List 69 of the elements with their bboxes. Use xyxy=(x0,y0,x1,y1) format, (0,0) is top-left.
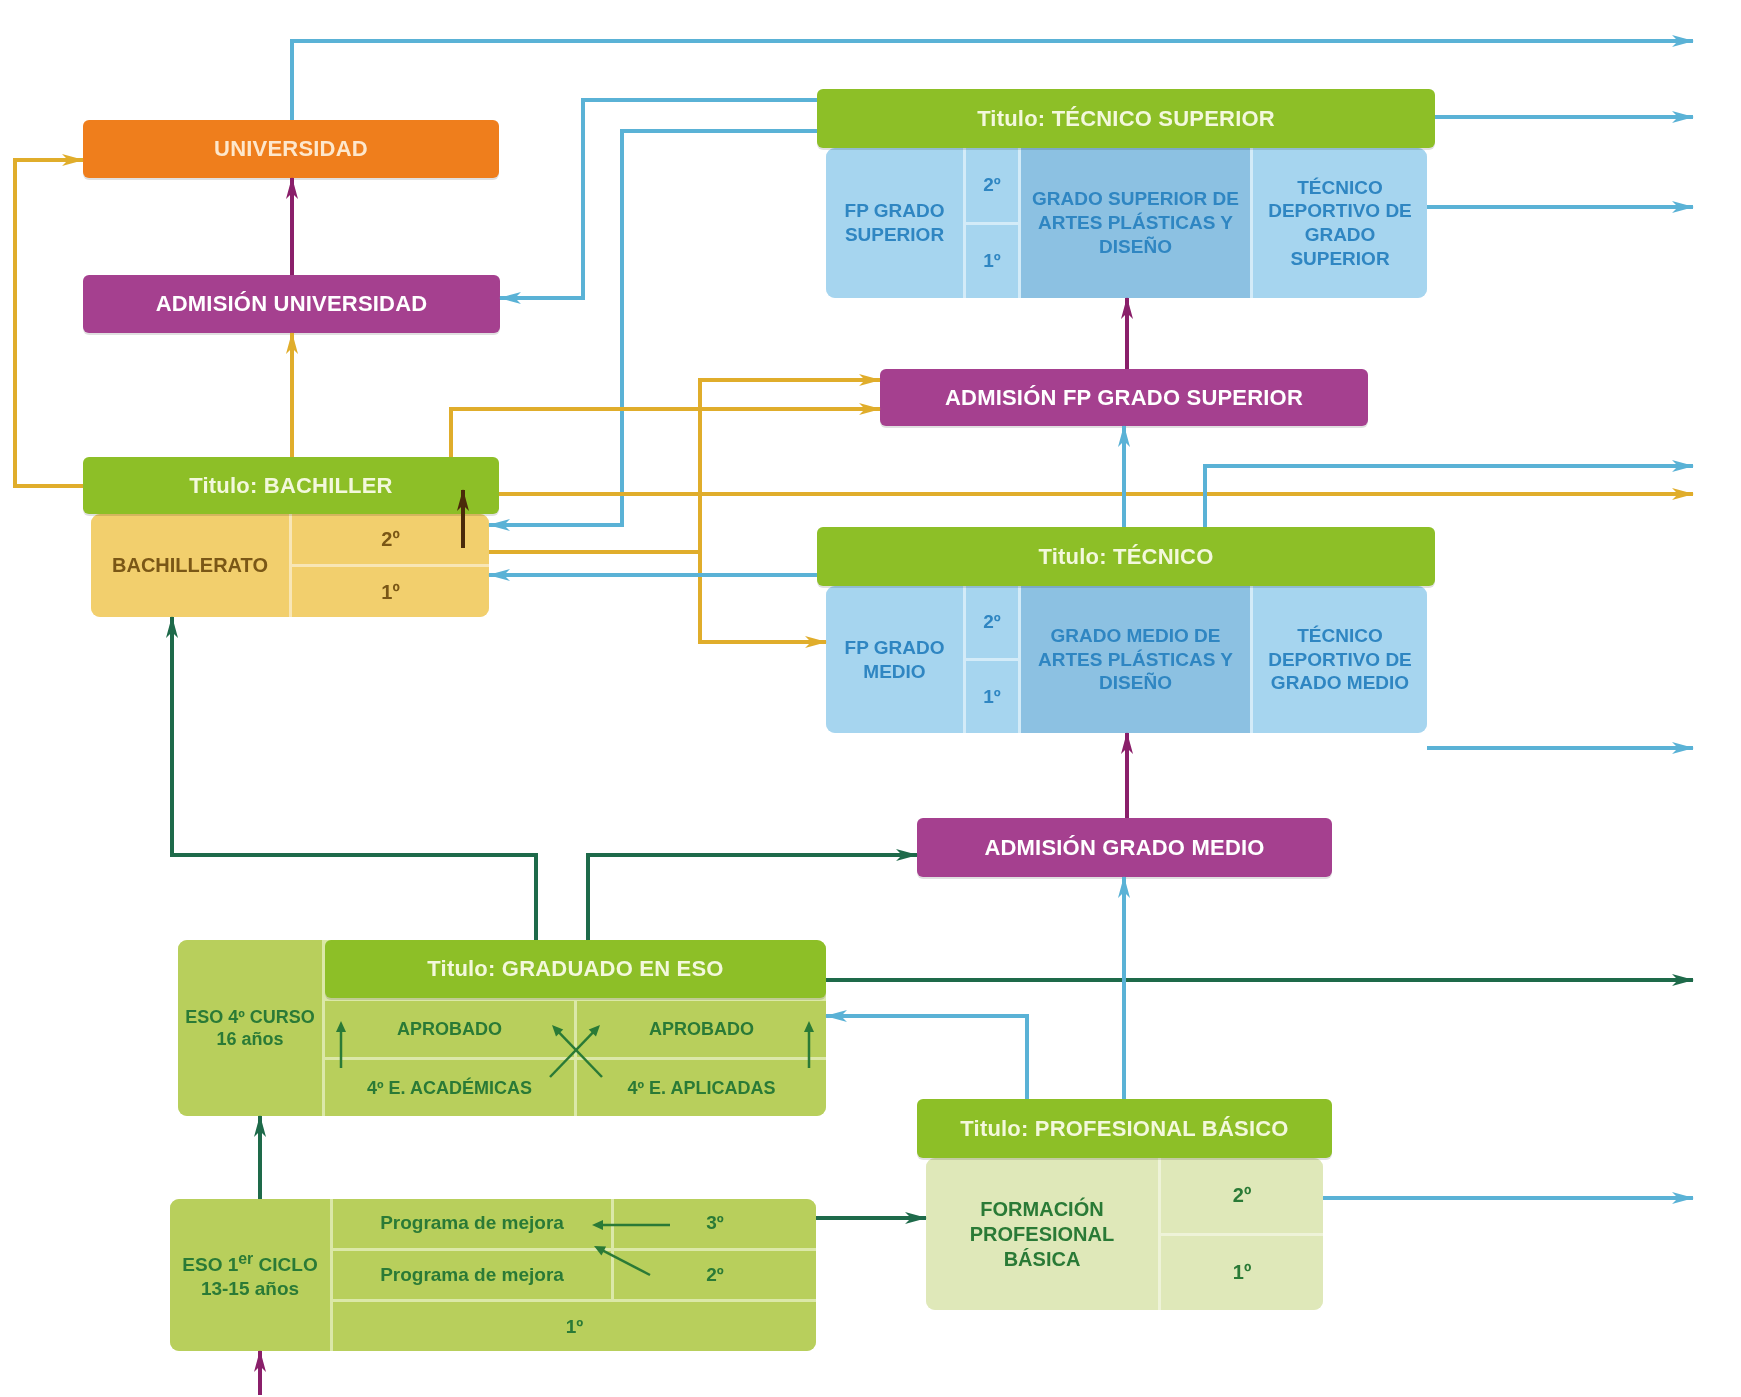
table-cell: 1º xyxy=(966,224,1018,298)
table-cell: 1º xyxy=(292,567,489,617)
course-table xyxy=(826,586,1427,733)
table-cell: BACHILLERATO xyxy=(91,514,289,617)
table-cell: 1º xyxy=(966,661,1018,733)
arrow xyxy=(499,488,1694,500)
table-cell: Programa de mejora xyxy=(333,1199,611,1248)
table-cell: TÉCNICO DEPORTIVO DE GRADO SUPERIOR xyxy=(1253,148,1427,298)
arrow xyxy=(1203,460,1694,527)
table-cell: 4º E. ACADÉMICAS xyxy=(325,1060,574,1116)
arrow xyxy=(449,403,881,457)
table-cell: 2º xyxy=(292,514,489,564)
arrow xyxy=(816,1212,927,1224)
course-table xyxy=(170,1199,816,1351)
admission-box: ADMISIÓN GRADO MEDIO xyxy=(917,818,1332,877)
table-cell: TÉCNICO DEPORTIVO DE GRADO MEDIO xyxy=(1253,586,1427,733)
arrow xyxy=(1118,876,1130,1099)
arrow xyxy=(286,332,298,457)
arrow xyxy=(166,616,538,940)
table-cell: FORMACIÓN PROFESIONAL BÁSICA xyxy=(926,1158,1158,1310)
title-header: Titulo: TÉCNICO SUPERIOR xyxy=(817,89,1435,148)
table-cell: 1º xyxy=(333,1302,816,1351)
table-cell: 1º xyxy=(1161,1235,1323,1310)
arrow xyxy=(1121,297,1133,369)
table-cell: FP GRADO SUPERIOR xyxy=(826,148,963,298)
university-box: UNIVERSIDAD xyxy=(83,120,499,178)
course-table xyxy=(826,148,1427,298)
arrow xyxy=(1121,732,1133,818)
arrow xyxy=(586,849,918,940)
arrow xyxy=(1435,111,1694,123)
title-header: Titulo: GRADUADO EN ESO xyxy=(325,940,826,998)
arrow xyxy=(1323,1192,1694,1204)
title-header: Titulo: PROFESIONAL BÁSICO xyxy=(917,1099,1332,1158)
table-cell: ESO 1$^{er}$ CICLO 13-15 años xyxy=(170,1199,330,1351)
title-header: Titulo: TÉCNICO xyxy=(817,527,1435,586)
arrow xyxy=(1118,425,1130,527)
table-cell: 2º xyxy=(966,148,1018,222)
arrow xyxy=(1427,201,1694,213)
table-cell: Programa de mejora xyxy=(333,1250,611,1300)
table-cell: 2º xyxy=(614,1250,816,1300)
admission-box: ADMISIÓN UNIVERSIDAD xyxy=(83,275,500,333)
table-cell: 3º xyxy=(614,1199,816,1248)
arrow xyxy=(290,35,1694,120)
table-cell: APROBADO xyxy=(577,1001,826,1057)
table-cell: 4º E. APLICADAS xyxy=(577,1060,826,1116)
arrow xyxy=(13,154,84,488)
course-table xyxy=(926,1158,1323,1310)
arrow xyxy=(254,1350,266,1395)
course-table xyxy=(91,514,489,617)
table-cell: ESO 4º CURSO 16 años xyxy=(178,940,322,1116)
arrow xyxy=(488,129,817,531)
table-cell: APROBADO xyxy=(325,1001,574,1057)
arrow xyxy=(286,177,298,275)
arrow xyxy=(499,98,817,304)
title-header: Titulo: BACHILLER xyxy=(83,457,499,514)
arrow xyxy=(825,1010,1029,1099)
table-cell: GRADO SUPERIOR DE ARTES PLÁSTICAS Y DISEÑO xyxy=(1021,148,1250,298)
table-cell: GRADO MEDIO DE ARTES PLÁSTICAS Y DISEÑO xyxy=(1021,586,1250,733)
admission-box: ADMISIÓN FP GRADO SUPERIOR xyxy=(880,369,1368,426)
table-cell: FP GRADO MEDIO xyxy=(826,586,963,733)
arrow xyxy=(254,1115,266,1199)
arrow xyxy=(457,489,469,548)
arrow xyxy=(1427,742,1694,754)
arrow xyxy=(826,974,1694,986)
table-cell: 2º xyxy=(1161,1158,1323,1233)
course-table xyxy=(178,940,826,1116)
arrow xyxy=(488,569,817,581)
arrow xyxy=(489,550,827,648)
table-cell: 2º xyxy=(966,586,1018,658)
